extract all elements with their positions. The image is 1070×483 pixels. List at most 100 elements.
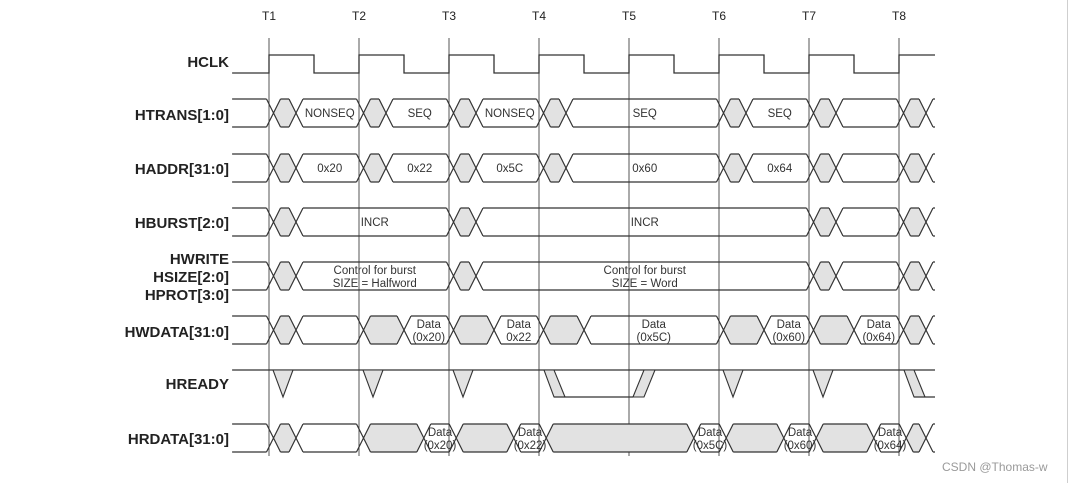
hwdata-31-0-value-label: Data	[417, 319, 442, 331]
hwdata-31-0-transition	[812, 315, 855, 345]
htrans-1-0-value-label: SEQ	[633, 108, 657, 120]
haddr-31-0-invalid-region	[543, 154, 566, 182]
hwdata-31-0-transition	[362, 315, 405, 345]
signal-label-hrdata-31-0: HRDATA[31:0]	[128, 431, 229, 448]
hwrite-invalid-region	[903, 262, 926, 290]
htrans-1-0-transition	[452, 98, 477, 128]
hwrite-invalid-region	[273, 262, 296, 290]
hwdata-31-0-value-label: (0x5C)	[636, 332, 671, 344]
hwdata-31-0-invalid-region	[903, 316, 926, 344]
haddr-31-0-segment	[295, 153, 365, 183]
hrdata-31-0-transition	[272, 423, 297, 453]
hburst-2-0-invalid-region	[453, 208, 476, 236]
hrdata-31-0-segment	[232, 423, 275, 453]
hwdata-31-0-invalid-region	[363, 316, 404, 344]
haddr-31-0-value-label: 0x20	[317, 163, 342, 175]
hwrite-transition	[812, 261, 837, 291]
hburst-2-0-value-label: INCR	[631, 217, 659, 229]
htrans-1-0-invalid-region	[903, 99, 926, 127]
hrdata-31-0-invalid-region	[726, 424, 784, 452]
tick-label-t6: T6	[712, 9, 726, 23]
htrans-1-0-invalid-region	[813, 99, 836, 127]
hrdata-31-0-value-label: (0x60)	[784, 440, 817, 452]
hburst-2-0-segment	[295, 207, 455, 237]
haddr-31-0-transition	[812, 153, 837, 183]
haddr-31-0-segment	[925, 153, 935, 183]
hwdata-31-0-invalid-region	[813, 316, 854, 344]
signal-label-haddr-31-0: HADDR[31:0]	[135, 161, 229, 178]
hwdata-31-0-value-label: (0x60)	[772, 332, 805, 344]
hwdata-31-0-segment	[583, 315, 725, 345]
hrdata-31-0-value-label: Data	[518, 427, 543, 439]
hwrite-segment	[232, 261, 275, 291]
signal-label-htrans-1-0: HTRANS[1:0]	[135, 107, 229, 124]
htrans-1-0-segment	[745, 98, 815, 128]
htrans-1-0-segment	[835, 98, 905, 128]
hready-rise-edge	[632, 369, 656, 398]
hburst-2-0-invalid-region	[813, 208, 836, 236]
haddr-31-0-invalid-region	[453, 154, 476, 182]
htrans-1-0-transition	[722, 98, 747, 128]
hwrite-transition	[272, 261, 297, 291]
hwdata-31-0-transition	[272, 315, 297, 345]
haddr-31-0-transition	[542, 153, 567, 183]
hrdata-31-0-transition	[725, 423, 785, 453]
hwrite-segment	[835, 261, 905, 291]
watermark: CSDN @Thomas-w	[942, 460, 1048, 474]
hready-pulse	[362, 369, 384, 399]
htrans-1-0-transition	[542, 98, 567, 128]
haddr-31-0-invalid-region	[273, 154, 296, 182]
hwdata-31-0-segment	[295, 315, 365, 345]
htrans-1-0-segment	[232, 98, 275, 128]
hburst-2-0-value-label: INCR	[361, 217, 389, 229]
hwdata-31-0-value-label: (0x64)	[862, 332, 895, 344]
htrans-1-0-segment	[925, 98, 935, 128]
hwdata-31-0-segment	[493, 315, 545, 345]
hrdata-31-0-invalid-region	[816, 424, 874, 452]
hburst-2-0-segment	[835, 207, 905, 237]
hready-fall-edge	[543, 369, 566, 398]
signal-label-hsize-2-0: HSIZE[2:0]	[153, 269, 229, 286]
haddr-31-0-value-label: 0x22	[407, 163, 432, 175]
hwdata-31-0-segment	[853, 315, 905, 345]
haddr-31-0-transition	[902, 153, 927, 183]
haddr-31-0-invalid-region	[363, 154, 386, 182]
hburst-2-0-segment	[232, 207, 275, 237]
htrans-1-0-transition	[272, 98, 297, 128]
hrdata-31-0-value-label: Data	[428, 427, 453, 439]
haddr-31-0-segment	[565, 153, 725, 183]
signal-label-hready: HREADY	[166, 376, 229, 393]
htrans-1-0-invalid-region	[363, 99, 386, 127]
hburst-2-0-invalid-region	[273, 208, 296, 236]
tick-label-t3: T3	[442, 9, 456, 23]
haddr-31-0-segment	[745, 153, 815, 183]
hrdata-31-0-invalid-region	[273, 424, 296, 452]
htrans-1-0-segment	[565, 98, 725, 128]
hrdata-31-0-segment	[693, 423, 727, 453]
hrdata-31-0-segment	[873, 423, 907, 453]
hburst-2-0-transition	[902, 207, 927, 237]
hwrite-value-label: SIZE = Word	[612, 278, 678, 290]
htrans-1-0-value-label: NONSEQ	[305, 108, 355, 120]
htrans-1-0-transition	[812, 98, 837, 128]
haddr-31-0-segment	[232, 153, 275, 183]
tick-label-t2: T2	[352, 9, 366, 23]
hwdata-31-0-transition	[452, 315, 495, 345]
htrans-1-0-segment	[475, 98, 545, 128]
hwdata-31-0-transition	[542, 315, 585, 345]
hrdata-31-0-value-label: (0x22)	[514, 440, 547, 452]
hready-pulse	[812, 369, 834, 399]
hready-fall-edge	[903, 369, 926, 398]
tick-label-t5: T5	[622, 9, 636, 23]
hwdata-31-0-invalid-region	[543, 316, 584, 344]
htrans-1-0-invalid-region	[273, 99, 296, 127]
haddr-31-0-invalid-region	[813, 154, 836, 182]
haddr-31-0-transition	[452, 153, 477, 183]
hwdata-31-0-segment	[232, 315, 275, 345]
htrans-1-0-value-label: SEQ	[768, 108, 792, 120]
hwdata-31-0-transition	[902, 315, 927, 345]
hwdata-31-0-value-label: Data	[642, 319, 667, 331]
signal-label-hburst-2-0: HBURST[2:0]	[135, 215, 229, 232]
hrdata-31-0-segment	[925, 423, 935, 453]
